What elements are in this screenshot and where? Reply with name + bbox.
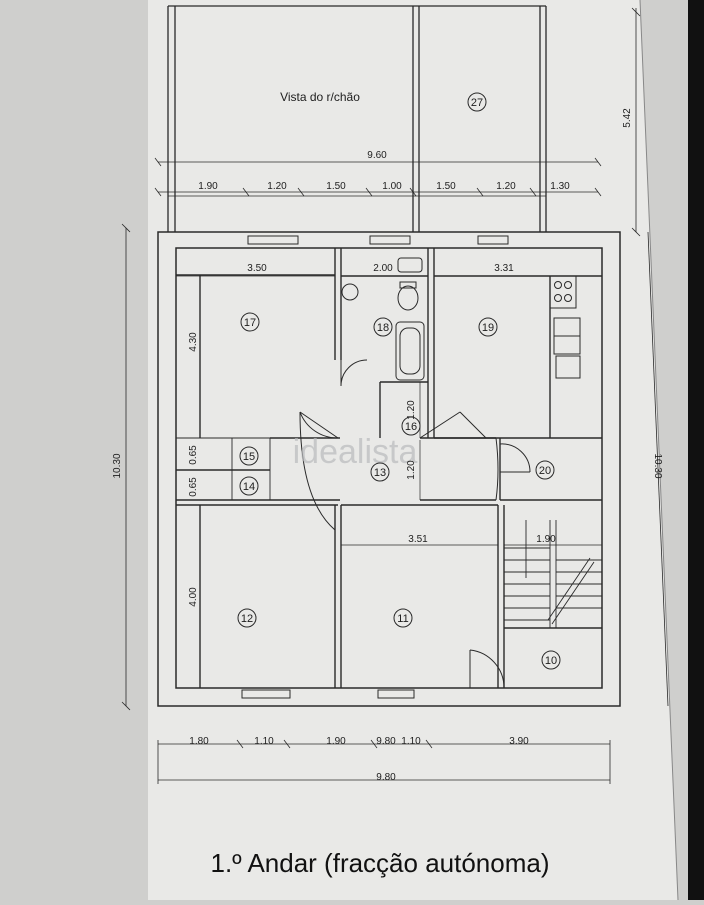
bottom-dimension-lines [157,739,611,784]
bottom-dimension-labels: 1.80 1.10 1.90 9.80 1.10 3.90 9.80 [189,736,529,783]
room-label-17: 17 [244,317,256,329]
dim-top-seg-2: 1.20 [267,181,287,192]
room-marker-13 [370,462,390,482]
plan-caption: 1.º Andar (fracção autónoma) [210,848,549,878]
dim-hall-height-a: 1.20 [406,400,417,420]
room-marker-10 [541,650,561,670]
room-label-20: 20 [539,465,551,477]
dim-bottom-seg-5: 1.10 [401,736,421,747]
room-numbers: 27 17 18 19 16 15 14 13 20 12 11 10 [241,97,557,667]
dim-bottom-seg-4: 9.80 [376,736,396,747]
watermark: idealista [293,433,418,471]
dark-edge [688,0,704,900]
dim-top-total: 9.60 [367,150,387,161]
room-label-18: 18 [377,322,389,334]
room-label-15: 15 [243,451,255,463]
room-label-16: 16 [405,421,417,433]
paper-fold [639,0,679,901]
view-label: Vista do r/chão [280,90,360,104]
dim-room17-width: 3.50 [247,263,267,274]
dim-room12-height: 4.00 [188,587,199,607]
dim-bottom-seg-2: 1.10 [254,736,274,747]
room-marker-27 [467,92,487,112]
room-label-11: 11 [397,613,408,625]
dim-cell-height-b: 0.65 [188,477,199,497]
room-label-10: 10 [545,655,557,667]
room-marker-18 [373,317,393,337]
room-label-27: 27 [471,97,483,109]
room-marker-20 [535,460,555,480]
dim-bottom-seg-1: 1.80 [189,736,209,747]
room-label-14: 14 [243,481,255,493]
bathroom-fixtures [341,257,425,381]
doors [299,359,531,689]
dim-room18-width: 2.00 [373,263,393,274]
room-marker-14 [239,476,259,496]
dim-bottom-total: 9.80 [376,772,396,783]
room-marker-17 [240,312,260,332]
dim-right-total: 10.30 [652,453,663,478]
room-label-19: 19 [482,322,494,334]
dim-top-seg-4: 1.00 [382,181,402,192]
dim-top-seg-7: 1.30 [550,181,570,192]
outer-walls [157,231,621,707]
dim-left-total: 10.30 [112,453,123,478]
staircase [504,520,602,628]
dim-top-seg-6: 1.20 [496,181,516,192]
dim-stair-width: 1.90 [536,534,556,545]
top-dimension-lines [154,7,641,237]
room-marker-12 [237,608,257,628]
room-label-13: 13 [374,467,386,479]
dim-top-seg-3: 1.50 [326,181,346,192]
dim-hall-height-b: 1.20 [406,460,417,480]
room-marker-11 [393,608,413,628]
room-marker-15 [239,446,259,466]
room-marker-19 [478,317,498,337]
interior-dimension-labels: 3.50 2.00 3.31 4.30 0.65 0.65 1.20 1.20 … [188,263,556,607]
dim-right-top: 5.42 [622,108,633,128]
kitchen-fixtures [549,275,581,379]
dim-room11-width: 3.51 [408,534,428,545]
dim-cell-height-a: 0.65 [188,445,199,465]
dim-top-seg-5: 1.50 [436,181,456,192]
dim-bottom-seg-6: 3.90 [509,736,529,747]
dim-room19-width: 3.31 [494,263,514,274]
windows [241,235,509,699]
room-markers [237,92,561,670]
side-dimension-lines [121,223,669,711]
top-dimension-labels: 9.60 1.90 1.20 1.50 1.00 1.50 1.20 1.30 … [198,108,633,192]
room-label-12: 12 [241,613,253,625]
dim-bottom-seg-3: 1.90 [326,736,346,747]
dim-room17-height: 4.30 [188,332,199,352]
dim-top-seg-1: 1.90 [198,181,218,192]
room-marker-16 [401,416,421,436]
